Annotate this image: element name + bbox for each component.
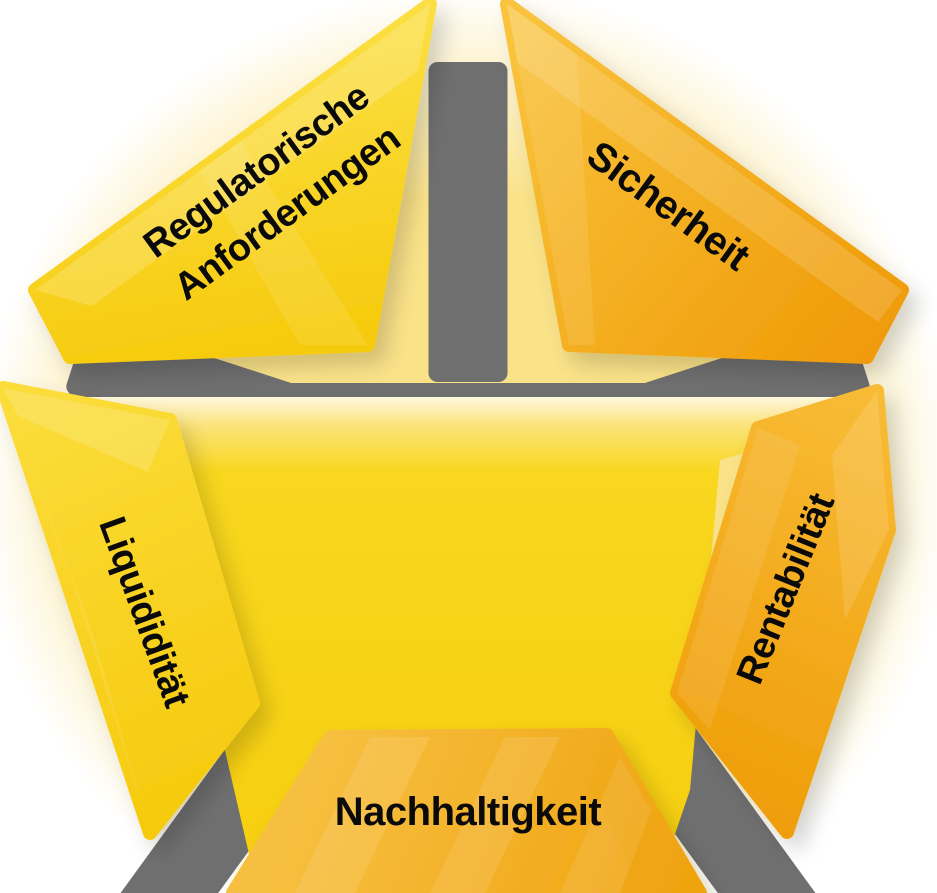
wedge-shape	[670, 384, 896, 839]
facet-highlight	[507, 4, 595, 345]
facet-stripe	[430, 737, 560, 893]
wedge-shape	[28, 0, 437, 364]
connector-spoke-top	[428, 62, 508, 382]
facet-highlight	[507, 4, 902, 322]
facet-stripe	[295, 737, 430, 893]
wedge-liquiditaet	[0, 381, 260, 840]
facet-highlight	[35, 4, 430, 306]
wedge-regulatorische-anforderungen	[28, 0, 437, 364]
facet-highlight	[677, 428, 800, 730]
wedge-sicherheit	[500, 0, 909, 364]
wedge-shape	[500, 0, 909, 364]
wedge-rentabilitaet	[670, 384, 896, 839]
wedge-nachhaltigkeit	[226, 728, 707, 893]
wedge-label-nachhaltigkeit: Nachhaltigkeit	[335, 790, 602, 834]
wedge-shape	[0, 381, 260, 840]
central-field	[86, 397, 858, 893]
wedge-shape	[226, 728, 707, 893]
facet-highlight	[3, 388, 170, 472]
facet-highlight	[200, 140, 368, 345]
facet-shade	[572, 735, 700, 893]
facet-highlight	[832, 391, 889, 620]
